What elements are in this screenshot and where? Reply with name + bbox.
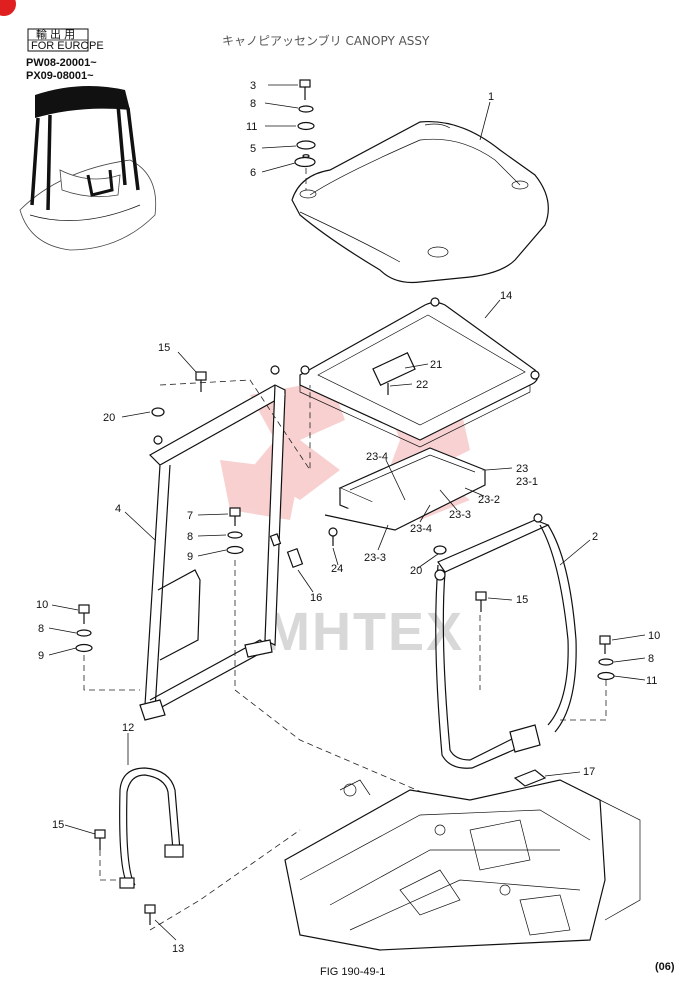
callout-labels: 1 2 3 4 5 6 7 8 8 8 8 9 9 10 10 11 11 12…	[36, 80, 660, 955]
callout-11-roof: 11	[246, 121, 257, 133]
callout-14: 14	[500, 290, 512, 302]
callout-8-left: 8	[187, 531, 193, 543]
callout-20-right: 20	[410, 565, 422, 577]
callout-8-roof: 8	[250, 98, 256, 110]
corner-marker	[0, 0, 16, 16]
callout-12: 12	[122, 722, 134, 734]
serial-range-1: PW08-20001~	[26, 57, 97, 69]
callout-16: 16	[310, 592, 322, 604]
part-bracket	[324, 447, 487, 546]
callout-4: 4	[115, 503, 121, 515]
callout-9-far-left: 9	[38, 650, 44, 662]
callout-23: 23	[516, 463, 528, 475]
callout-2: 2	[592, 531, 598, 543]
callout-13: 13	[172, 943, 184, 955]
callout-23-3-right: 23-3	[449, 509, 471, 521]
callout-24: 24	[331, 563, 343, 575]
roof-hardware	[294, 79, 316, 190]
callout-21: 21	[430, 359, 442, 371]
callout-7: 7	[187, 510, 193, 522]
part-plate	[513, 769, 547, 787]
callout-23-4-top: 23-4	[366, 451, 388, 463]
bolts-and-washers	[75, 371, 615, 925]
part-spacer	[269, 533, 304, 568]
callout-10-left: 10	[36, 599, 48, 611]
callout-10-right: 10	[648, 630, 660, 642]
part-right-frame	[434, 513, 577, 769]
destination-sub: FOR EUROPE	[31, 40, 104, 52]
callout-20-left: 20	[103, 412, 115, 424]
destination-label: 輸 出 用	[36, 27, 75, 41]
revision-code: (06)	[655, 961, 675, 973]
figure-number: FIG 190-49-1	[320, 966, 385, 978]
callout-8-right: 8	[648, 653, 654, 665]
callout-22: 22	[416, 379, 428, 391]
callout-11-right: 11	[646, 675, 657, 687]
callout-5: 5	[250, 143, 256, 155]
callout-23-4-bottom: 23-4	[410, 523, 432, 535]
callout-3: 3	[250, 80, 256, 92]
callout-15-bottom: 15	[52, 819, 64, 831]
callout-9-left: 9	[187, 551, 193, 563]
callout-1: 1	[488, 91, 494, 103]
part-frame	[299, 297, 540, 448]
callout-6: 6	[250, 167, 256, 179]
callout-17: 17	[583, 766, 595, 778]
callout-23-3-left: 23-3	[364, 552, 386, 564]
callout-23-1: 23-1	[516, 476, 538, 488]
base-machine	[284, 779, 641, 951]
watermark-text: MHTEX	[265, 602, 464, 662]
serial-range-2: PX09-08001~	[26, 70, 94, 82]
callout-15-right: 15	[516, 594, 528, 606]
part-grab-bar	[119, 767, 184, 889]
machine-thumbnail	[19, 86, 157, 251]
callout-8-far-left: 8	[38, 623, 44, 635]
part-left-frame	[139, 365, 286, 721]
leader-lines	[48, 84, 646, 941]
callout-23-2: 23-2	[478, 494, 500, 506]
part-roof	[291, 120, 549, 284]
callout-15-left: 15	[158, 342, 170, 354]
diagram-title: キャノピアッセンブリ CANOPY ASSY	[222, 33, 430, 48]
